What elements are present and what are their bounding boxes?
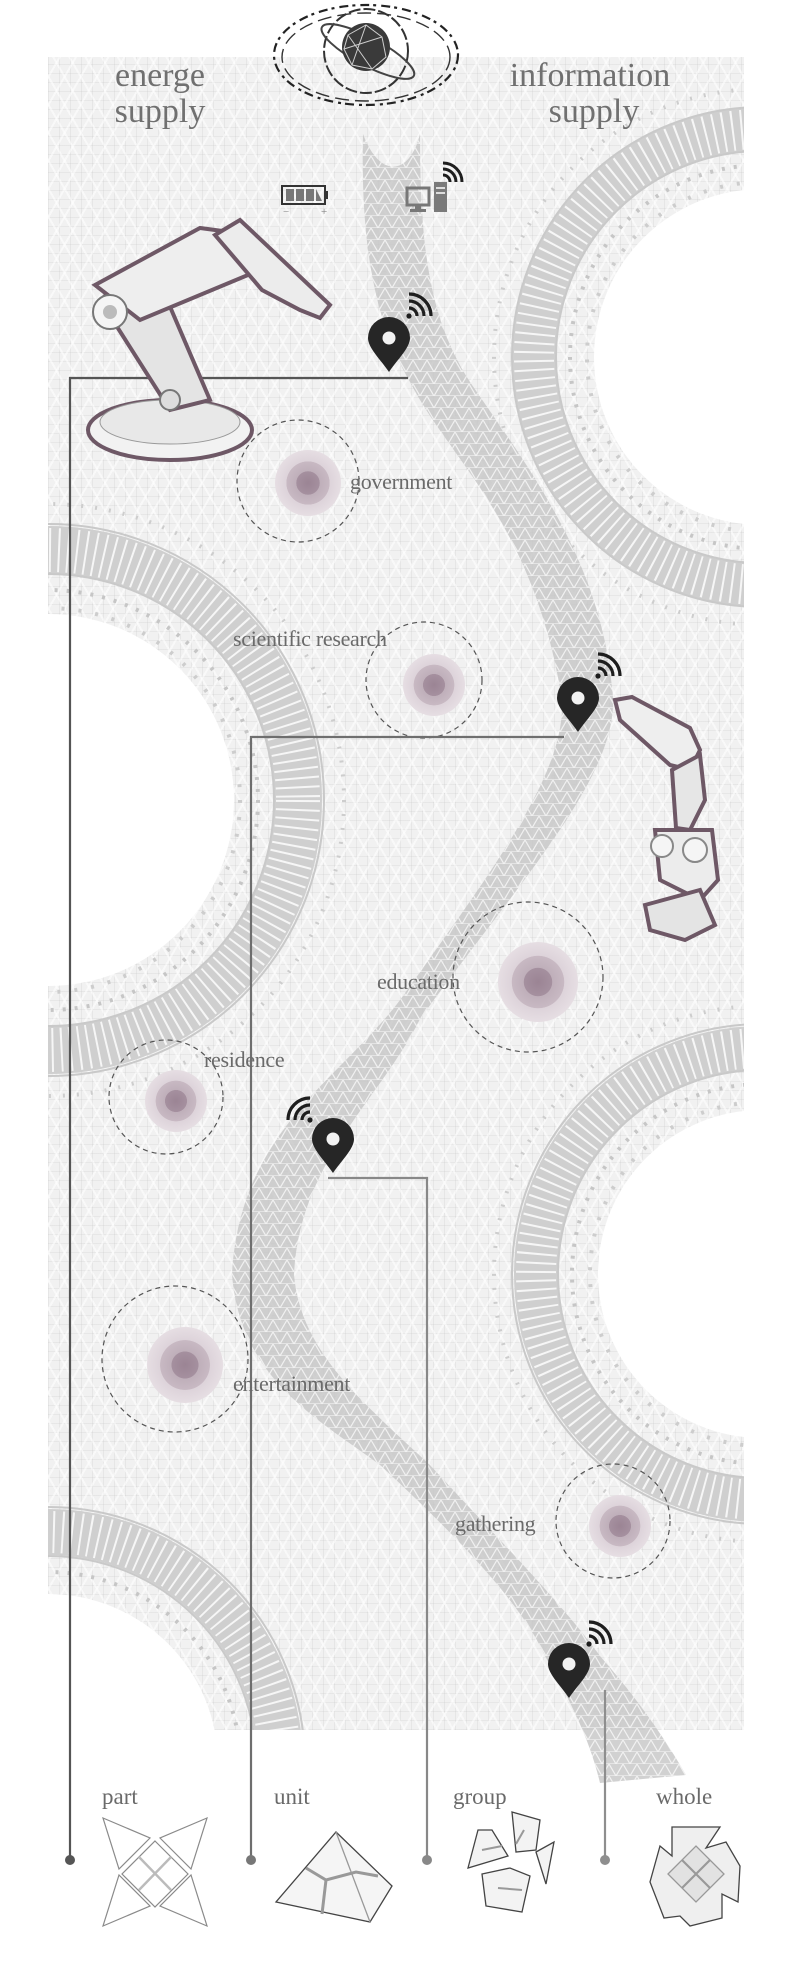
wifi-icon	[286, 1096, 313, 1123]
location-pin-4[interactable]	[548, 1620, 613, 1698]
battery-icon	[281, 185, 328, 205]
energy-supply-title-line2: supply	[114, 93, 206, 130]
stage-label-part: part	[102, 1784, 138, 1809]
flat-net-shape-icon	[102, 1816, 208, 1928]
location-pin-3[interactable]	[286, 1096, 354, 1173]
zone-label-government: government	[350, 469, 453, 494]
zone-residence[interactable]	[108, 1039, 224, 1155]
battery-plus-label: +	[321, 206, 328, 218]
ring-left	[48, 502, 346, 1098]
orbital-sphere-logo-icon	[272, 3, 460, 107]
zone-label-gathering: gathering	[455, 1511, 536, 1536]
zone-markers	[101, 419, 671, 1579]
connector-line-1	[68, 376, 408, 1860]
connector-line-3	[328, 1176, 429, 1860]
pyramid-shape-icon	[274, 1831, 393, 1923]
ring-structures	[48, 87, 744, 1730]
stage-label-unit: unit	[274, 1784, 310, 1809]
zone-entertainment[interactable]	[101, 1285, 249, 1433]
exploded-pieces-shape-icon	[467, 1811, 555, 1913]
zone-education[interactable]	[452, 901, 604, 1053]
zone-label-scientific-research: scientific research	[233, 626, 387, 651]
stage-label-group: group	[453, 1784, 507, 1809]
energy-supply-title: energe supply	[95, 58, 225, 130]
wifi-icon	[595, 652, 622, 679]
end-dot-whole	[600, 1855, 610, 1865]
location-pin-2[interactable]	[557, 652, 622, 732]
ring-right-lower	[492, 1004, 744, 1544]
zone-label-entertainment: entertainment	[233, 1371, 351, 1396]
end-dot-part	[65, 1855, 75, 1865]
robot-arm-right-icon	[612, 694, 721, 943]
battery-minus-label: −	[283, 206, 290, 218]
end-dot-group	[422, 1855, 432, 1865]
zone-label-education: education	[377, 969, 460, 994]
wifi-icon	[586, 1620, 613, 1647]
energy-supply-title-line1: energe	[115, 57, 205, 94]
information-supply-title: information supply	[495, 58, 685, 130]
wifi-icon	[406, 292, 433, 319]
connector-lines	[68, 376, 607, 1860]
end-dot-unit	[246, 1855, 256, 1865]
connector-line-2	[249, 735, 564, 1860]
zone-label-residence: residence	[204, 1047, 285, 1072]
information-supply-title-line1: information	[509, 57, 671, 94]
information-supply-title-line2: supply	[548, 93, 640, 130]
flow-ribbon	[232, 134, 686, 1783]
stage-label-whole: whole	[656, 1784, 713, 1809]
computer-wifi-icon	[405, 161, 464, 212]
ring-bottom-left	[48, 1506, 304, 1730]
ring-top-right	[492, 87, 744, 627]
zone-gathering[interactable]	[555, 1463, 671, 1579]
connector-end-dots	[65, 1855, 610, 1865]
zone-government[interactable]	[236, 419, 360, 543]
location-pin-1[interactable]	[368, 292, 433, 372]
robot-arm-left-icon	[86, 217, 333, 462]
assembled-polyhedron-shape-icon	[649, 1826, 741, 1927]
